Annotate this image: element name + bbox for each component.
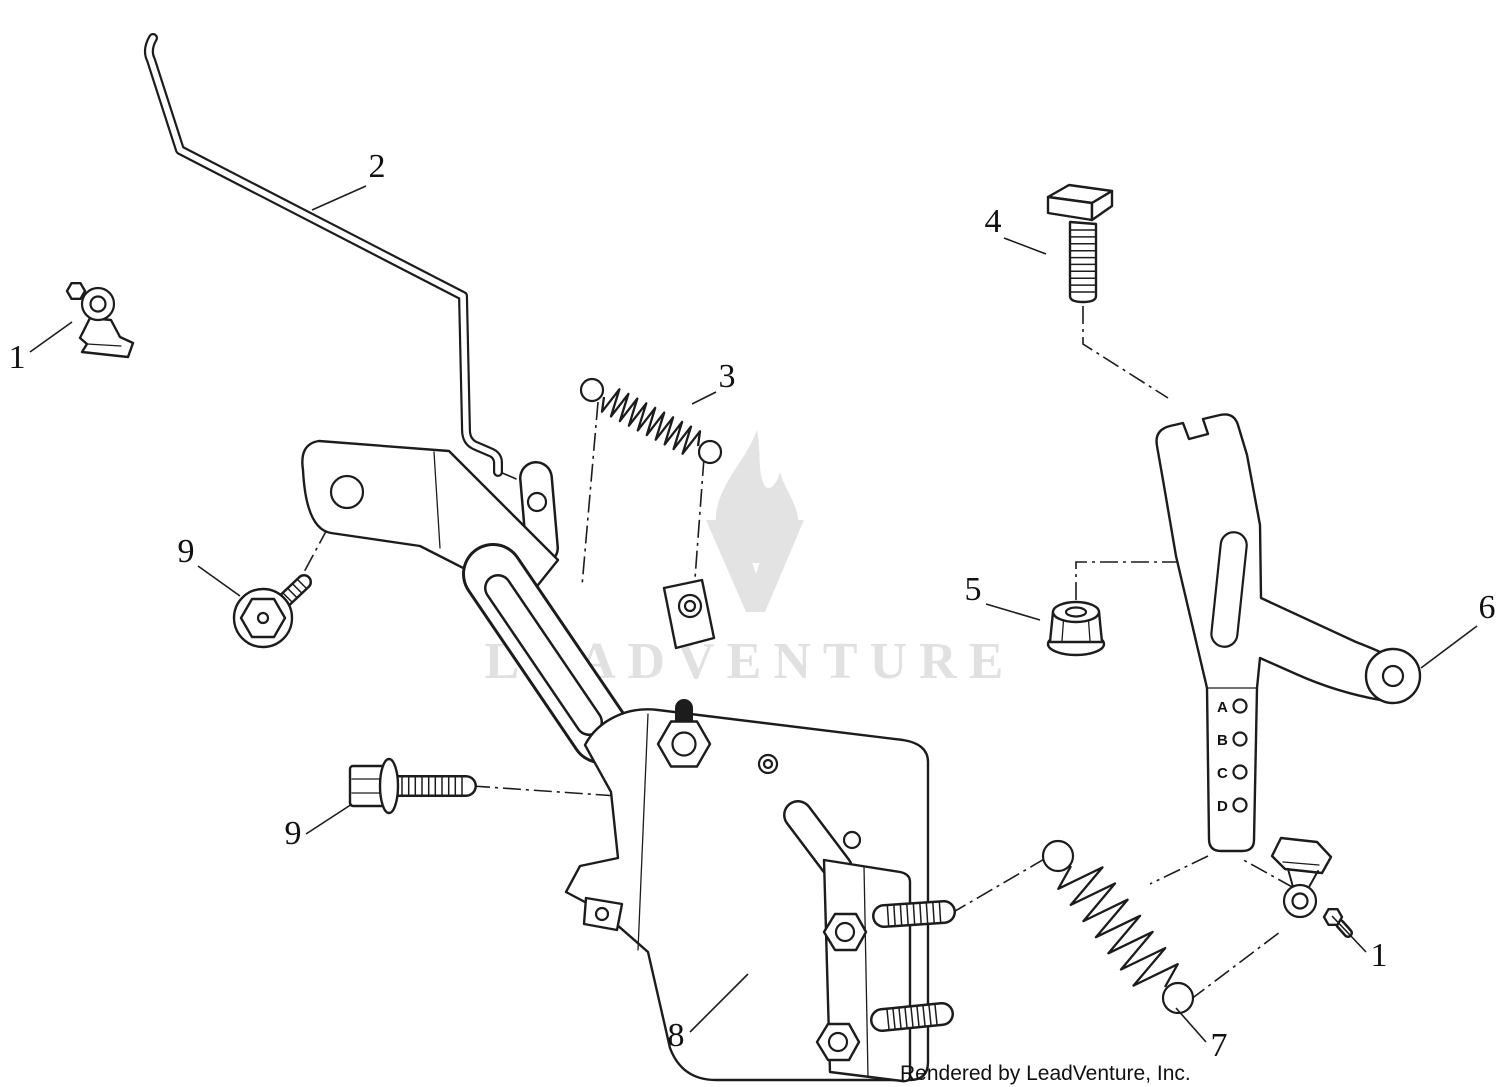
callout-5-flange-nut[interactable]: 5 — [965, 571, 982, 608]
part-7-large-spring — [1041, 839, 1195, 1015]
part-6-idler-bracket: A B C D — [1155, 413, 1422, 853]
part-9-flange-bolt-lower — [348, 757, 477, 815]
callout-7-large-spring[interactable]: 7 — [1211, 1027, 1228, 1064]
callout-3-small-spring[interactable]: 3 — [719, 358, 736, 395]
footer-credit: Rendered by LeadVenture, Inc. — [900, 1062, 1191, 1085]
callout-6-idler-bracket[interactable]: 6 — [1479, 589, 1496, 626]
part-5-flange-nut — [1046, 600, 1106, 657]
part-2-rod — [143, 33, 503, 477]
bracket-hole-label-c: C — [1217, 765, 1228, 782]
part-4-square-head-bolt — [1046, 183, 1114, 304]
bracket-hole-label-d: D — [1217, 798, 1228, 815]
part-9-flange-bolt-upper — [232, 574, 312, 649]
v-logo-icon — [706, 520, 804, 612]
callout-9-lower-bolt[interactable]: 9 — [285, 815, 302, 852]
callout-9-upper-bolt[interactable]: 9 — [178, 533, 195, 570]
callout-leader-lines — [29, 185, 1478, 1043]
callout-2-rod[interactable]: 2 — [369, 148, 386, 185]
part-1-cable-end-bottom — [1270, 836, 1353, 938]
callout-4-square-head-bolt[interactable]: 4 — [985, 203, 1002, 240]
callout-1-bottom-right[interactable]: 1 — [1371, 937, 1388, 974]
bracket-hole-label-b: B — [1217, 732, 1228, 749]
bracket-hole-label-a: A — [1217, 699, 1228, 716]
part-1-cable-end-top — [65, 282, 135, 359]
part-8-main-bracket-assembly — [301, 439, 956, 1083]
callout-8-main-bracket[interactable]: 8 — [668, 1017, 685, 1054]
callout-1-top-left[interactable]: 1 — [9, 339, 26, 376]
part-3-small-spring — [579, 377, 723, 465]
